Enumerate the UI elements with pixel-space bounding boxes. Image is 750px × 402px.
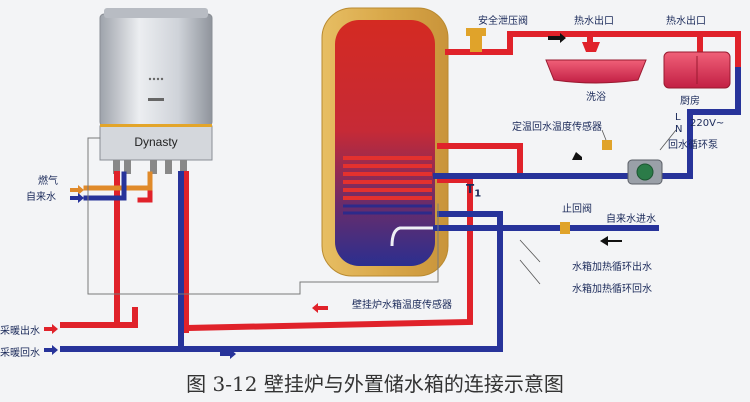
t1-sub: 1 [474,188,482,200]
flow-arrows [44,33,622,359]
storage-tank [321,7,449,277]
label-heating-return: 采暖回水 [0,348,40,359]
label-L: L [675,112,681,123]
label-hot-water-out-2: 热水出口 [666,16,706,27]
label-boiler-tank-sensor: 壁挂炉水箱温度传感器 [352,300,452,311]
figure-caption: 图 3-12 壁挂炉与外置储水箱的连接示意图 [186,372,564,396]
label-gas: 燃气 [38,176,58,187]
bath-tub [545,59,647,84]
kitchen-sink [663,51,731,89]
label-return-pump: 回水循环泵 [668,140,718,151]
temp-sensor-icon [602,140,612,150]
pump-icon [627,159,663,185]
label-N: N [675,124,683,135]
leader-lines [519,129,677,285]
label-safety-valve: 安全泄压阀 [478,16,528,27]
label-tap-inlet: 自来水进水 [606,214,656,225]
label-bath: 洗浴 [586,92,606,103]
label-check-valve: 止回阀 [562,204,592,215]
label-tank-heat-return: 水箱加热循环回水 [572,284,652,295]
label-tank-heat-out: 水箱加热循环出水 [572,262,652,273]
boiler-indicator-dots [148,77,164,101]
label-tap-water: 自来水 [26,192,56,203]
boiler-brand: Dynasty [134,135,177,149]
t1-text: T [466,182,475,196]
shower-head-icon [582,42,600,52]
label-t1: T1 [466,182,481,199]
heating-coil [343,156,432,200]
label-hot-water-out-1: 热水出口 [574,16,614,27]
safety-valve-icon [466,28,486,52]
wall-boiler: Dynasty [99,8,213,174]
label-heating-out: 采暖出水 [0,326,40,337]
label-voltage: 220V~ [690,118,725,129]
check-valve-icon [560,222,570,234]
label-kitchen: 厨房 [680,96,700,107]
label-temp-sensor: 定温回水温度传感器 [512,122,602,133]
